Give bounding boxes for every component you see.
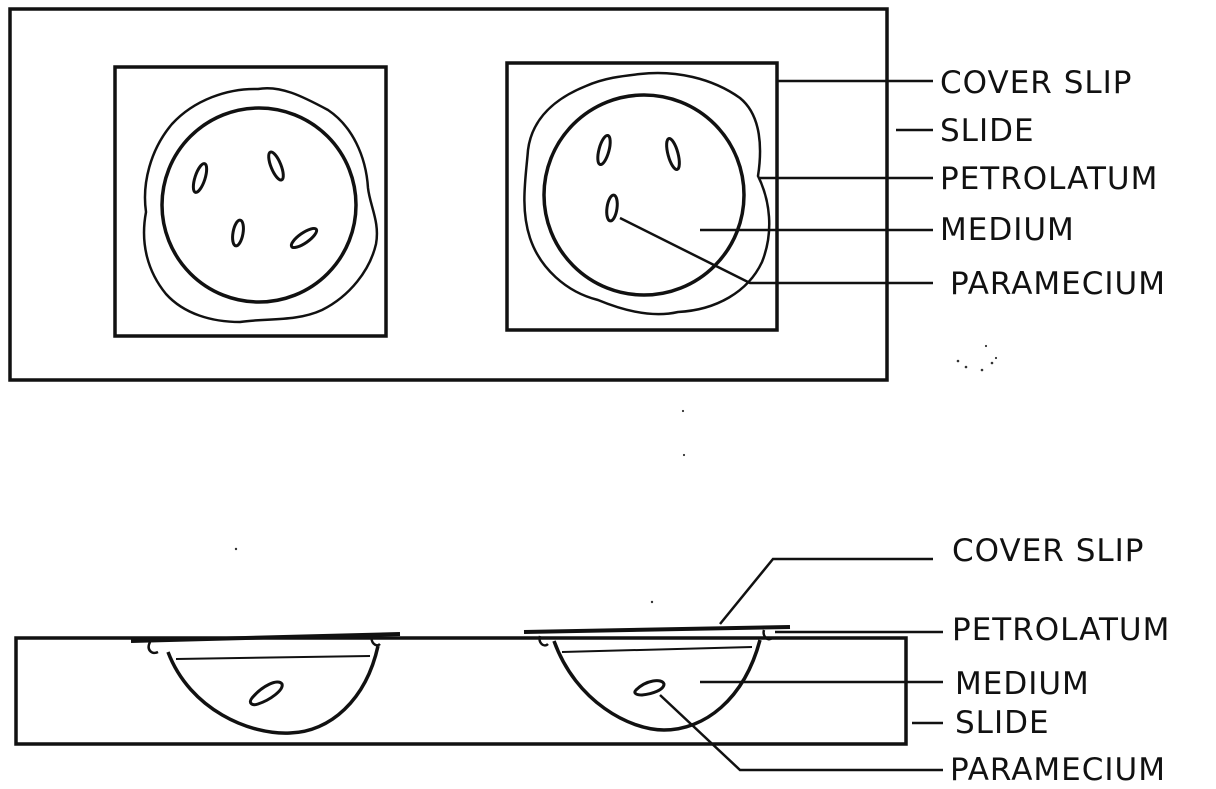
side-slide xyxy=(14,636,908,746)
top-label-slide: SLIDE xyxy=(940,113,1035,149)
side-label-paramecium: PARAMECIUM xyxy=(950,752,1166,788)
top-left-paramecium-1 xyxy=(191,162,209,194)
top-slide xyxy=(8,7,889,382)
leader-top-paramecium xyxy=(619,216,933,285)
top-right-petrolatum xyxy=(523,71,771,316)
side-label-medium: MEDIUM xyxy=(955,666,1090,702)
side-label-cover-slip: COVER SLIP xyxy=(952,533,1144,569)
side-left-medium-top xyxy=(175,655,371,660)
top-right-paramecium-1 xyxy=(596,133,612,167)
side-left-petrolatum-2 xyxy=(370,635,381,647)
leader-side-paramecium xyxy=(659,694,943,772)
side-left-paramecium xyxy=(248,680,284,707)
side-right-petrolatum-2 xyxy=(762,629,773,641)
top-right-well xyxy=(542,93,746,297)
top-left-paramecium-4 xyxy=(289,226,319,250)
top-right-paramecium-3 xyxy=(605,193,619,223)
top-left-petrolatum xyxy=(142,86,379,324)
side-right-medium-top xyxy=(561,646,753,653)
stray-dots xyxy=(234,344,998,604)
side-right-well xyxy=(552,639,762,732)
top-label-cover-slip: COVER SLIP xyxy=(940,65,1132,101)
side-left-petrolatum-1 xyxy=(147,641,159,655)
side-right-paramecium xyxy=(633,679,666,697)
side-right-cover-slip xyxy=(523,625,791,634)
top-label-paramecium: PARAMECIUM xyxy=(950,266,1166,302)
leader-side-cover-slip xyxy=(719,557,933,625)
side-left-well xyxy=(166,645,380,735)
top-label-petrolatum: PETROLATUM xyxy=(940,161,1158,197)
top-view: COVER SLIP SLIDE PETROLATUM MEDIUM PARAM… xyxy=(8,7,1166,382)
top-right-paramecium-2 xyxy=(665,136,681,172)
side-right-petrolatum-1 xyxy=(538,635,549,647)
side-view: COVER SLIP PETROLATUM MEDIUM SLIDE PARAM… xyxy=(14,533,1170,788)
top-right-cover-slip xyxy=(505,61,779,332)
top-left-paramecium-2 xyxy=(267,150,285,182)
top-left-well xyxy=(160,106,358,304)
side-label-slide: SLIDE xyxy=(955,705,1050,741)
side-left-cover-slip xyxy=(130,632,401,643)
top-label-medium: MEDIUM xyxy=(940,212,1075,248)
side-label-petrolatum: PETROLATUM xyxy=(952,612,1170,648)
top-left-paramecium-3 xyxy=(231,218,245,248)
top-left-cover-slip xyxy=(113,65,388,338)
